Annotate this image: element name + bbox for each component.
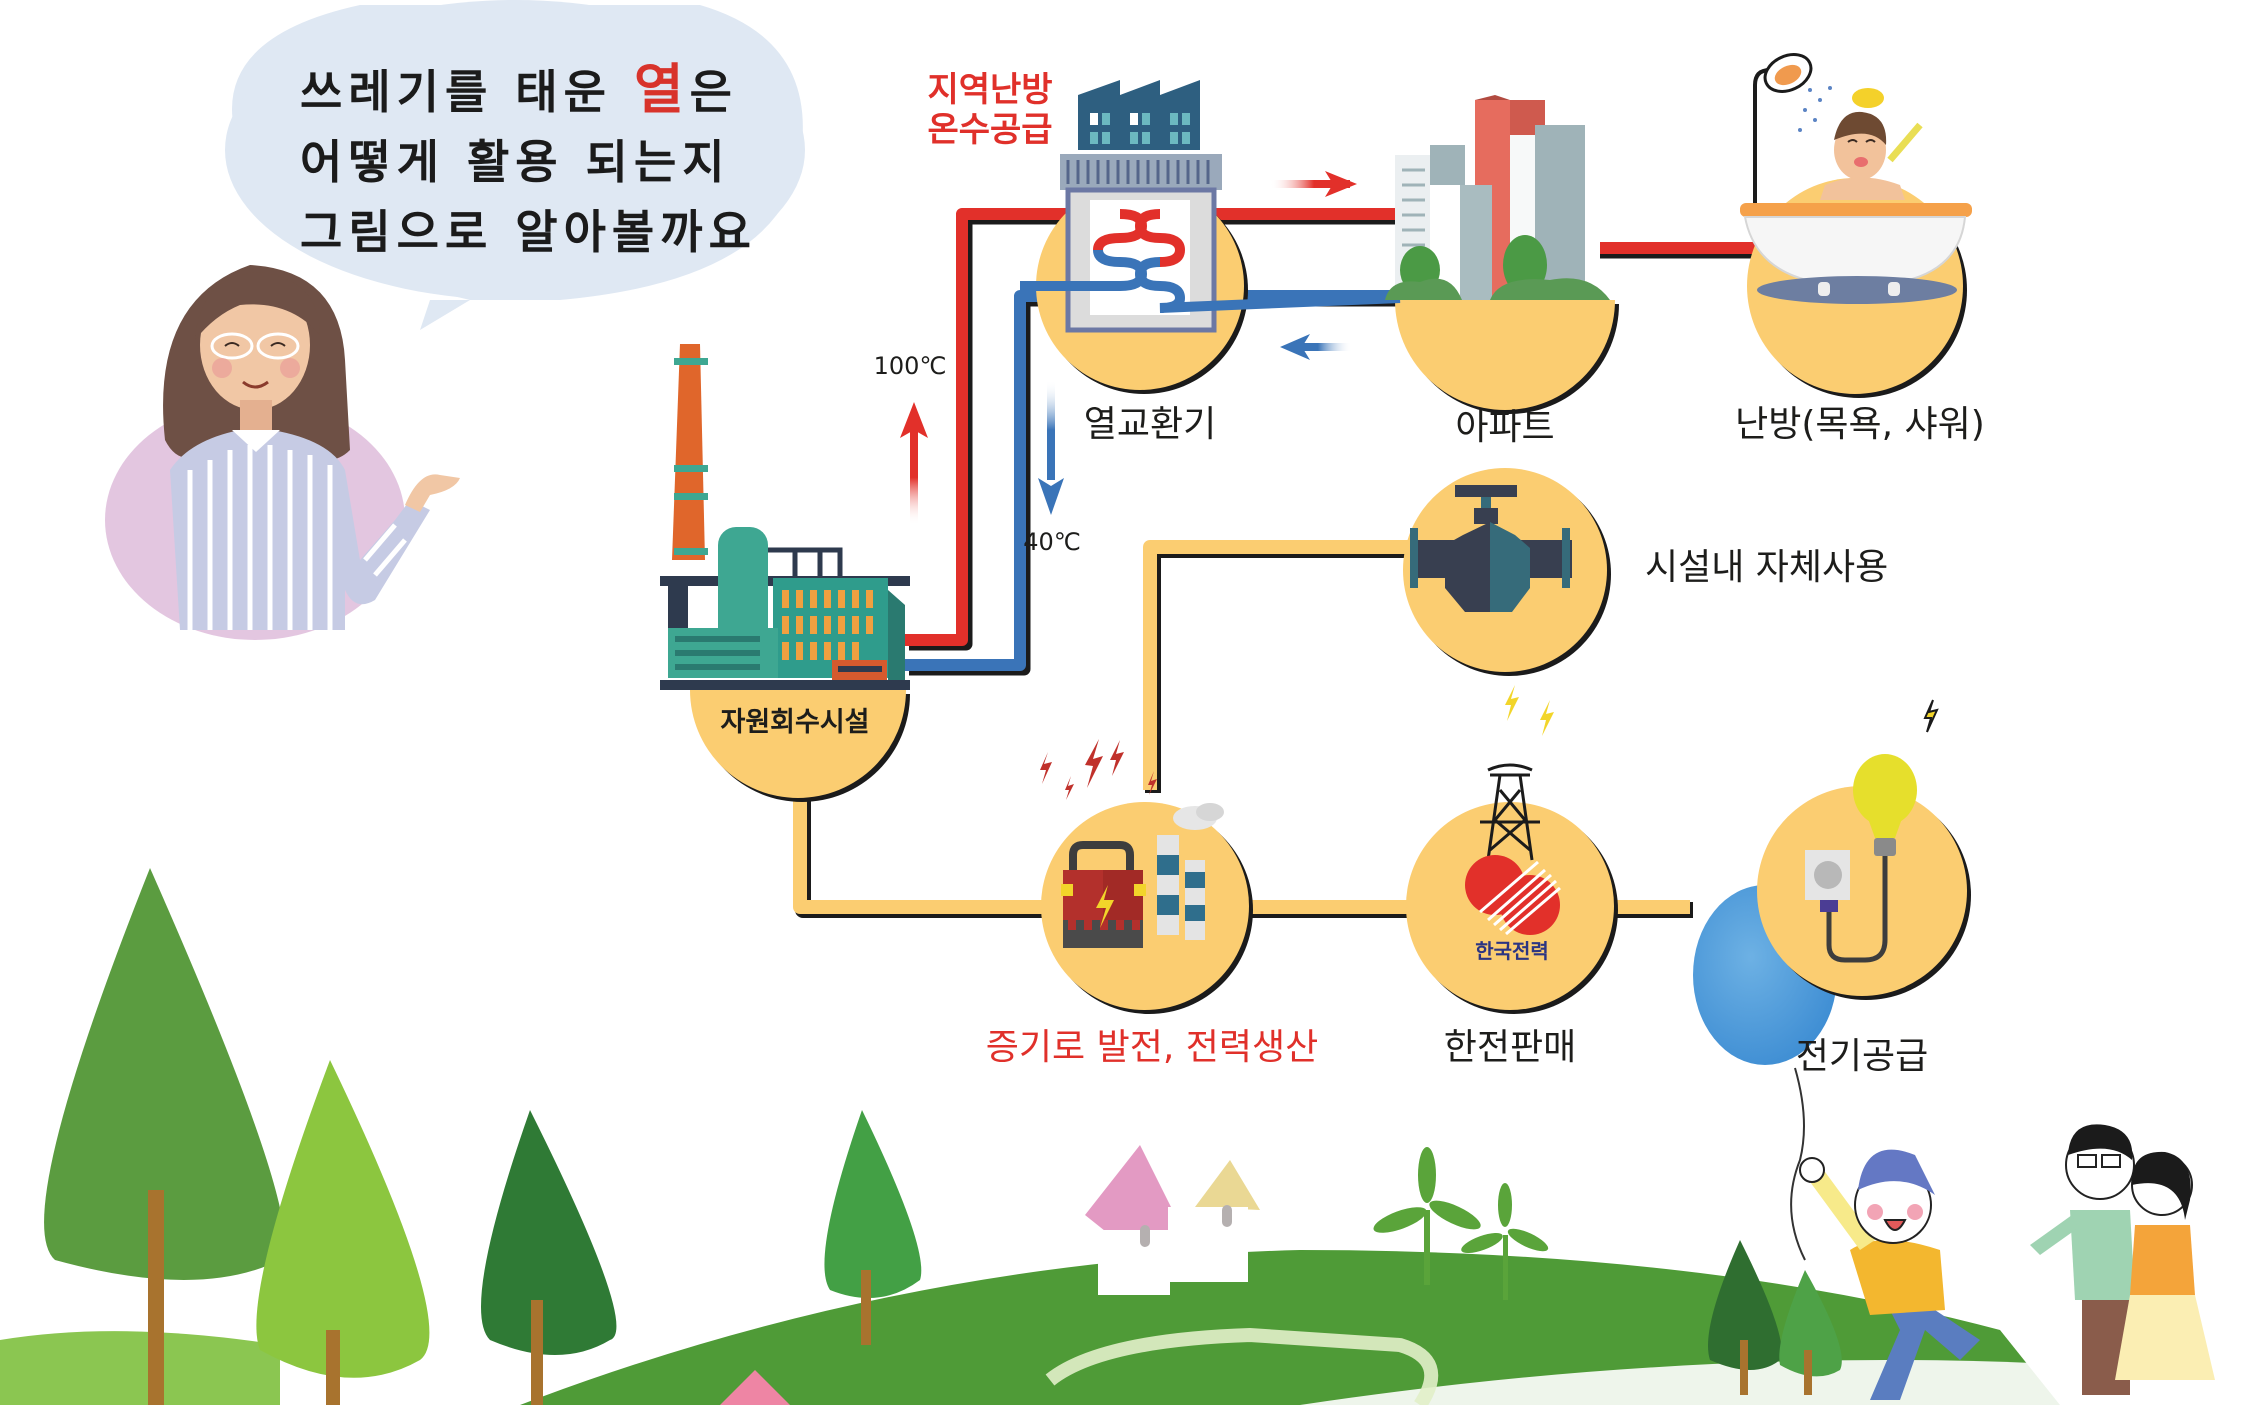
supply-flow-arrow xyxy=(900,402,928,525)
incineration-plant-icon xyxy=(660,344,910,690)
in-facility-use-label: 시설내 자체사용 xyxy=(1645,547,1889,588)
battery-power-plant-icon xyxy=(1040,739,1224,948)
valve-icon xyxy=(1410,485,1572,612)
electricity-supply-label: 전기공급 xyxy=(1795,1036,1929,1077)
wind-turbines xyxy=(1373,1147,1549,1300)
speech-bubble xyxy=(225,0,805,330)
resource-recovery-label: 자원회수시설 xyxy=(720,707,870,738)
parents xyxy=(2030,1124,2215,1395)
transmission-tower-icon xyxy=(1480,685,1554,861)
heat-exchanger-label: 열교환기 xyxy=(1083,404,1217,445)
bathtub-shower-icon xyxy=(1740,53,1972,304)
plug-bulb-icon xyxy=(1805,699,1939,963)
heating-bath-label: 난방(목욕, 샤워) xyxy=(1735,404,1985,445)
power-lines xyxy=(793,540,1693,918)
hot-water-pipe xyxy=(905,208,1760,651)
speech-line-1: 쓰레기를 태운 열은 xyxy=(300,58,738,121)
kepco-logo xyxy=(1465,855,1561,936)
trees xyxy=(44,868,1842,1405)
teacher-character xyxy=(105,265,460,640)
kepco-logo-text: 한국전력 xyxy=(1475,939,1549,963)
supply-temperature: 100℃ xyxy=(873,352,947,380)
apartment-buildings-icon xyxy=(1385,95,1610,300)
apartment-label: 아파트 xyxy=(1455,407,1555,448)
houses xyxy=(720,1145,1260,1405)
speech-line-2: 어떻게 활용 되는지 xyxy=(300,135,731,189)
landscape xyxy=(0,1250,2261,1409)
speech-bubble-text: 쓰레기를 태운 열은 어떻게 활용 되는지 그림으로 알아볼까요 xyxy=(300,55,757,267)
highlight-heat-word: 열 xyxy=(633,58,690,121)
heat-exchanger-icon xyxy=(1020,80,1401,333)
kepco-sale-label: 한전판매 xyxy=(1443,1027,1577,1068)
boy-with-balloon xyxy=(1790,1067,1980,1400)
district-heating-title: 지역난방 온수공급 xyxy=(927,70,1053,150)
return-temperature: 40℃ xyxy=(1023,528,1081,556)
speech-line-3: 그림으로 알아볼까요 xyxy=(300,205,757,259)
to-apartment-arrow xyxy=(1270,171,1357,197)
steam-power-label: 증기로 발전, 전력생산 xyxy=(985,1027,1319,1068)
from-apartment-arrow xyxy=(1280,334,1352,360)
return-flow-arrow xyxy=(1038,380,1064,515)
